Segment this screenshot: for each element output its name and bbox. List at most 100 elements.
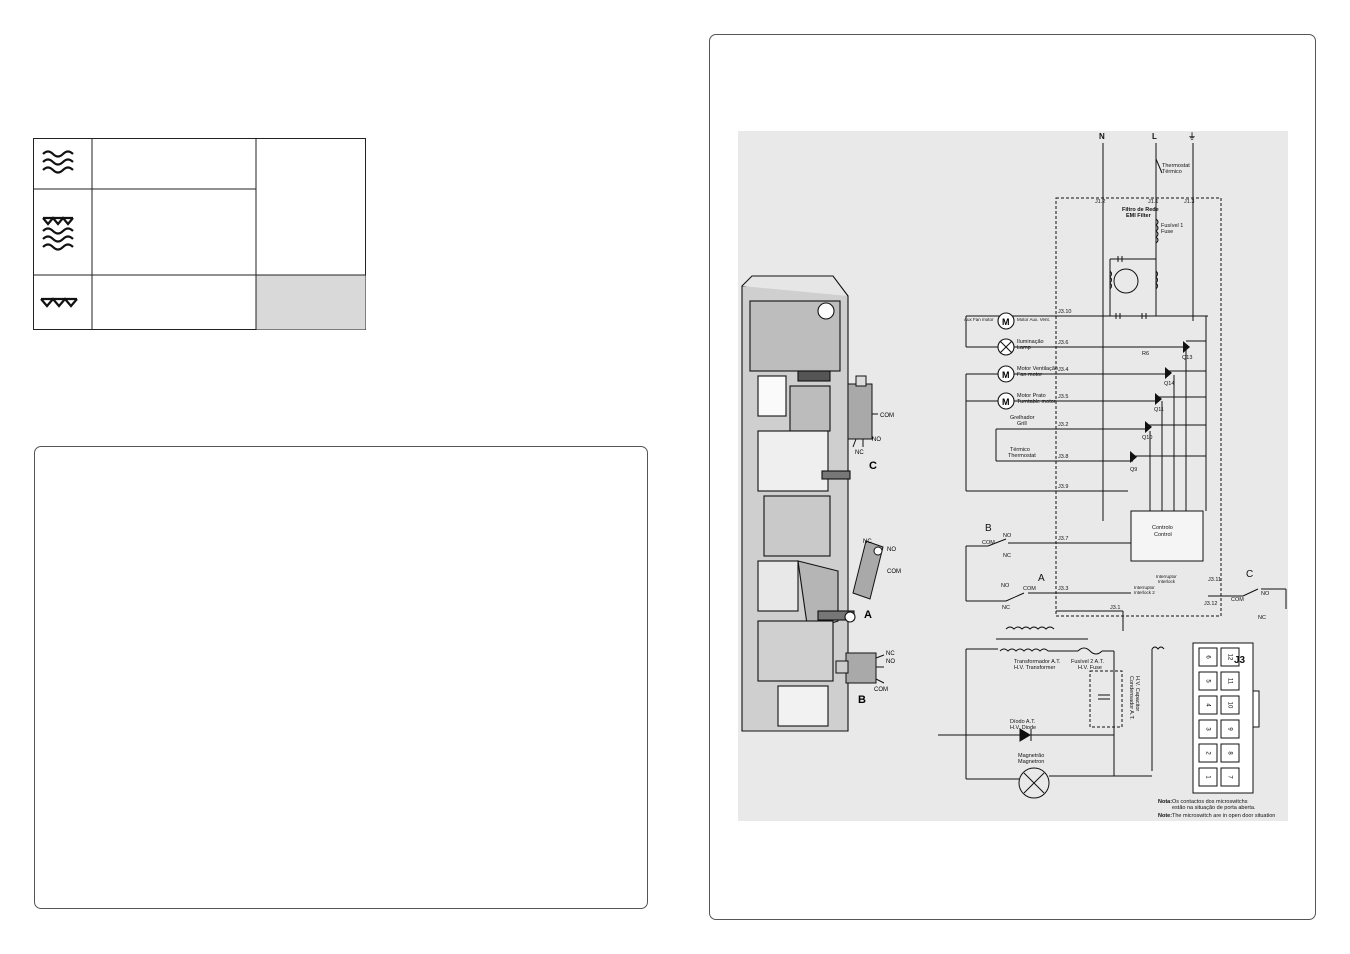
fuse1-label-1: Fusível 1 xyxy=(1161,223,1183,229)
shaded-cell xyxy=(256,275,366,330)
fuse1-label-2: Fuse xyxy=(1161,229,1173,235)
connector-pin xyxy=(1198,695,1218,715)
control-label-1: Controlo xyxy=(1152,525,1173,531)
connector-pin xyxy=(1198,719,1218,739)
connector-pin xyxy=(1220,695,1240,715)
sch-switch-b: B xyxy=(985,523,992,534)
switch-b-label: B xyxy=(858,694,866,706)
switch-c-no: NO xyxy=(872,437,881,443)
diode-label-2: H.V. Diode xyxy=(1010,725,1036,731)
fan-motor-label-2: Fan motor xyxy=(1017,372,1042,378)
transformer-label-1: Transformador A.T. xyxy=(1014,659,1061,665)
fan-motor-label-1: Motor Ventilação xyxy=(1017,366,1058,372)
micro-switch-c xyxy=(847,375,878,448)
sch-switch-c: C xyxy=(1246,569,1253,580)
switch-b-no: NO xyxy=(886,659,895,665)
motor-symbols xyxy=(997,312,1015,410)
switch-a-nc: NC xyxy=(863,539,872,545)
connector-pin xyxy=(1198,767,1218,787)
filter-label-2: EMI Filter xyxy=(1126,213,1152,219)
sch-switch-b-no: NO xyxy=(1003,533,1012,539)
sch-switch-c-nc: NC xyxy=(1258,615,1266,621)
q11-label: Q11 xyxy=(1154,407,1164,413)
schematic-wires xyxy=(938,143,1287,799)
door-latch-assembly xyxy=(741,275,856,732)
switch-a-no: NO xyxy=(887,547,896,553)
q9-label: Q9 xyxy=(1130,467,1137,473)
connector-pin-number: 10 xyxy=(1226,702,1232,709)
interlock1-label-2: Interlock xyxy=(1158,579,1176,584)
connector-pin-number: 2 xyxy=(1204,751,1210,755)
switch-a-label: A xyxy=(864,609,872,621)
grill-label-2: Grill xyxy=(1017,421,1027,427)
wiring-schematic: COM NO NC C NC NO COM A NC NO COM B xyxy=(738,131,1288,821)
connector-pin-number: 9 xyxy=(1226,727,1232,731)
switch-b-com: COM xyxy=(874,687,888,693)
j3-5: J3.5 xyxy=(1058,394,1068,400)
connector-pin xyxy=(1220,767,1240,787)
motor-m2: M xyxy=(1002,370,1010,380)
interlock1-label-1: Interruptor xyxy=(1156,574,1177,579)
sch-switch-c-com: COM xyxy=(1231,597,1244,603)
switch-c-label: C xyxy=(869,460,877,472)
aux-fan-label: Aux Fan motor xyxy=(964,317,994,322)
q10-label: Q10 xyxy=(1142,435,1152,441)
j3-7: J3.7 xyxy=(1058,536,1068,542)
q14-label: Q14 xyxy=(1164,381,1174,387)
micro-switch-b xyxy=(835,652,885,684)
lamp-label-2: Lamp xyxy=(1017,345,1031,351)
grill-thermo-label-1: Térmico xyxy=(1010,447,1030,453)
sch-switch-a-no: NO xyxy=(1001,583,1010,589)
thermostat-label-2: Térmico xyxy=(1162,169,1182,175)
j3-12: J3.12 xyxy=(1204,601,1217,607)
connector-pin xyxy=(1198,743,1218,763)
j3-6: J3.6 xyxy=(1058,340,1068,346)
note1-key: Nota: xyxy=(1158,799,1172,805)
grill-label-1: Grelhador xyxy=(1010,415,1035,421)
supply-earth: ⏚ xyxy=(1188,132,1196,141)
switch-b-nc: NC xyxy=(886,651,895,657)
note2-text: The microswitch are in open door situati… xyxy=(1172,813,1275,819)
micro-switch-a xyxy=(852,540,884,600)
connector-pin xyxy=(1220,719,1240,739)
sch-switch-b-nc: NC xyxy=(1003,553,1011,559)
j1-3: J1.3 xyxy=(1184,199,1194,205)
motor-m1: M xyxy=(1002,317,1010,327)
connector-pin xyxy=(1220,743,1240,763)
note2-key: Note: xyxy=(1158,813,1172,819)
connector-pin xyxy=(1220,671,1240,691)
note1-text: Os contactos dos microswitchs xyxy=(1172,799,1248,805)
connector-pin-number: 12 xyxy=(1226,654,1232,661)
j3-10: J3.10 xyxy=(1058,309,1071,315)
capacitor-label-2: H.V. Capacitor xyxy=(1134,676,1140,711)
triac-symbols xyxy=(1130,341,1190,463)
diode-label-1: Díodo A.T. xyxy=(1010,719,1036,725)
connector-pin xyxy=(1198,647,1218,667)
j3-3: J3.3 xyxy=(1058,586,1068,592)
capacitor-label-1: Condensador A.T. xyxy=(1128,676,1134,720)
j3-connector-label: J3 xyxy=(1234,655,1246,666)
microwave-icon xyxy=(42,150,74,174)
sch-switch-a-com: COM xyxy=(1023,586,1036,592)
filter-label-1: Filtro de Rede xyxy=(1122,207,1159,213)
control-label-2: Control xyxy=(1154,532,1172,538)
turntable-label-1: Motor Prato xyxy=(1017,393,1046,399)
q13-label: Q13 xyxy=(1182,355,1192,361)
switch-c-com: COM xyxy=(880,413,894,419)
symbol-table xyxy=(33,138,366,330)
connector-pin-number: 6 xyxy=(1204,655,1210,659)
wiring-diagram-panel: COM NO NC C NC NO COM A NC NO COM B xyxy=(709,34,1316,920)
sch-switch-a-nc: NC xyxy=(1002,605,1010,611)
j3-9: J3.9 xyxy=(1058,484,1068,490)
sch-switch-c-no: NO xyxy=(1261,591,1270,597)
grill-thermo-label-2: Thermostat xyxy=(1008,453,1036,459)
microwave-grill-icon xyxy=(42,216,74,251)
lamp-label-1: Iluminação xyxy=(1017,339,1044,345)
interlock2-label-2: Interlock 2 xyxy=(1134,590,1155,595)
switch-a-com: COM xyxy=(887,569,901,575)
sch-switch-b-com: COM xyxy=(982,540,995,546)
j3-1: J3.1 xyxy=(1110,605,1120,611)
j3-11: J3.11 xyxy=(1208,577,1221,583)
sch-switch-a: A xyxy=(1038,573,1045,584)
